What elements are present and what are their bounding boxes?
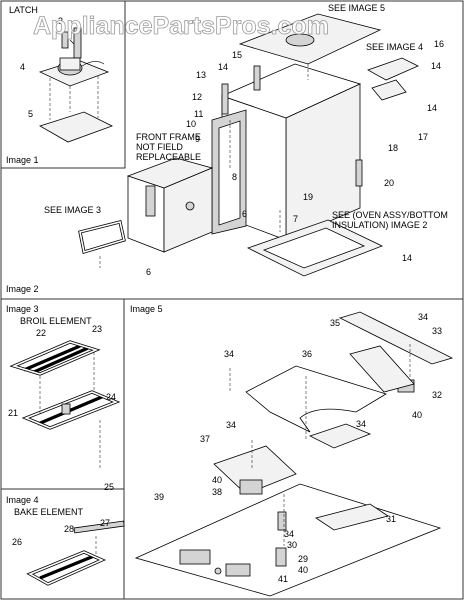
panel-caption: Image 2 (6, 284, 39, 294)
callout-label: 6 (146, 267, 151, 277)
callout-label: 27 (100, 518, 110, 528)
callout-label: 28 (64, 524, 74, 534)
callout-label: 22 (36, 328, 46, 338)
front-frame-note: FRONT FRAME (136, 132, 201, 142)
callout-label: 5 (28, 109, 33, 119)
watermark: AppliancePartsPros.com (33, 12, 329, 40)
callout-label: 20 (384, 178, 394, 188)
callout-label: 34 (356, 419, 366, 429)
top-assembly (134, 311, 454, 597)
callout-label: 31 (386, 514, 396, 524)
see-image4-note: SEE IMAGE 4 (366, 42, 423, 52)
callout-label: 34 (226, 420, 236, 430)
callout-label: 11 (194, 109, 203, 119)
callout-label: 14 (402, 253, 412, 263)
callout-label: 26 (12, 537, 22, 547)
callout-label: 24 (106, 392, 116, 402)
callout-label: 36 (302, 349, 312, 359)
callout-label: 10 (186, 119, 196, 129)
latch-heading: LATCH (9, 5, 38, 15)
see-image3-note: SEE IMAGE 3 (44, 205, 101, 215)
callout-label: 8 (232, 172, 237, 182)
oven-assy-note: INSULATION) IMAGE 2 (332, 220, 427, 230)
callout-label: 37 (200, 434, 210, 444)
broil-element (9, 340, 121, 470)
callout-label: 15 (232, 50, 242, 60)
oven-assy-note: SEE (OVEN ASSY/BOTTOM (332, 210, 448, 220)
callout-label: 39 (154, 492, 164, 502)
callout-label: 32 (432, 390, 442, 400)
callout-label: 14 (218, 62, 228, 72)
callout-label: 7 (293, 214, 298, 224)
callout-label: 13 (196, 70, 206, 80)
callout-label: 6 (242, 209, 247, 219)
callout-label: 35 (330, 318, 340, 328)
bake-element (26, 520, 125, 586)
callout-label: 17 (418, 132, 428, 142)
callout-label: 34 (284, 529, 294, 539)
front-frame-note: REPLACEABLE (136, 152, 201, 162)
callout-label: 19 (303, 192, 313, 202)
callout-label: 34 (418, 312, 428, 322)
callout-label: 38 (212, 487, 222, 497)
callout-label: 41 (278, 574, 288, 584)
callout-label: 29 (298, 554, 308, 564)
front-frame-note: NOT FIELD (136, 142, 183, 152)
callout-label: 40 (212, 475, 222, 485)
callout-label: 18 (388, 143, 398, 153)
callout-label: 9 (195, 134, 200, 144)
callout-label: 4 (20, 62, 25, 72)
callout-label: 3 (58, 16, 63, 26)
panel-caption: Image 1 (6, 155, 39, 165)
callout-label: 25 (104, 482, 114, 492)
oven-cavity-assembly (78, 13, 419, 277)
callout-label: 12 (192, 92, 202, 102)
callout-label: 14 (431, 61, 441, 71)
latch-assembly (38, 27, 114, 143)
callout-label: 30 (287, 540, 297, 550)
callout-label: 16 (434, 39, 444, 49)
callout-label: 23 (92, 324, 102, 334)
callout-label: 33 (432, 326, 442, 336)
see-image5-note: SEE IMAGE 5 (328, 3, 385, 13)
callout-label: 40 (298, 565, 308, 575)
panel-caption: Image 3 (6, 304, 39, 314)
callout-label: 40 (412, 410, 422, 420)
bake-heading: BAKE ELEMENT (14, 507, 84, 517)
broil-heading: BROIL ELEMENT (20, 316, 92, 326)
callout-label: 34 (224, 349, 234, 359)
panel-caption: Image 5 (130, 304, 163, 314)
panel-caption: Image 4 (6, 495, 39, 505)
callout-label: 21 (8, 408, 18, 418)
callout-label: 14 (427, 103, 437, 113)
